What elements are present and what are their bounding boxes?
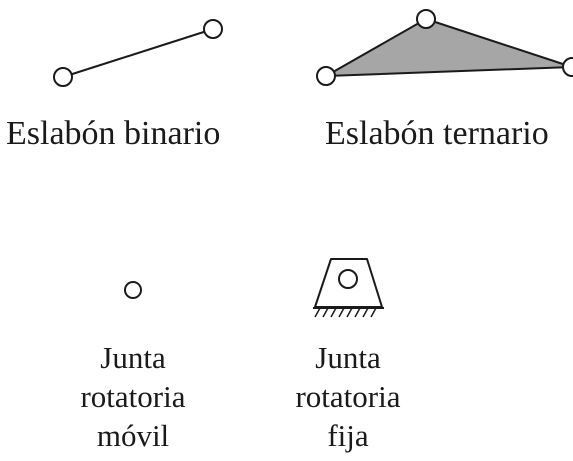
ternary-link-pin-left: [316, 66, 336, 86]
fixed-joint-label-line1: Junta: [315, 340, 381, 375]
ternary-link-pin-right: [562, 57, 573, 77]
moving-revolute-joint-symbol: [124, 281, 142, 299]
ternary-link-pin-top: [416, 9, 436, 29]
fixed-joint-label: Junta rotatoria fija: [263, 338, 433, 455]
ground-hatching: [314, 307, 377, 318]
moving-joint-label-line2: rotatoria: [80, 379, 186, 414]
binary-link-pin-left: [53, 67, 73, 87]
ternary-link-body: [325, 18, 573, 77]
binary-link-label: Eslabón binario: [6, 115, 221, 152]
fixed-joint-label-line2: rotatoria: [295, 379, 401, 414]
binary-link-pin-right: [203, 19, 223, 39]
ternary-link-symbol: [316, 9, 573, 86]
moving-joint-label: Junta rotatoria móvil: [48, 338, 218, 455]
fixed-revolute-joint-symbol: [313, 258, 384, 318]
fixed-joint-label-line3: fija: [327, 418, 369, 453]
moving-joint-pin: [124, 281, 142, 299]
moving-joint-label-line3: móvil: [96, 418, 170, 453]
binary-link-symbol: [53, 19, 223, 87]
fixed-joint-pin: [338, 269, 358, 289]
moving-joint-label-line1: Junta: [100, 340, 166, 375]
binary-link-bar: [62, 28, 214, 78]
ternary-link-label: Eslabón ternario: [325, 115, 549, 152]
